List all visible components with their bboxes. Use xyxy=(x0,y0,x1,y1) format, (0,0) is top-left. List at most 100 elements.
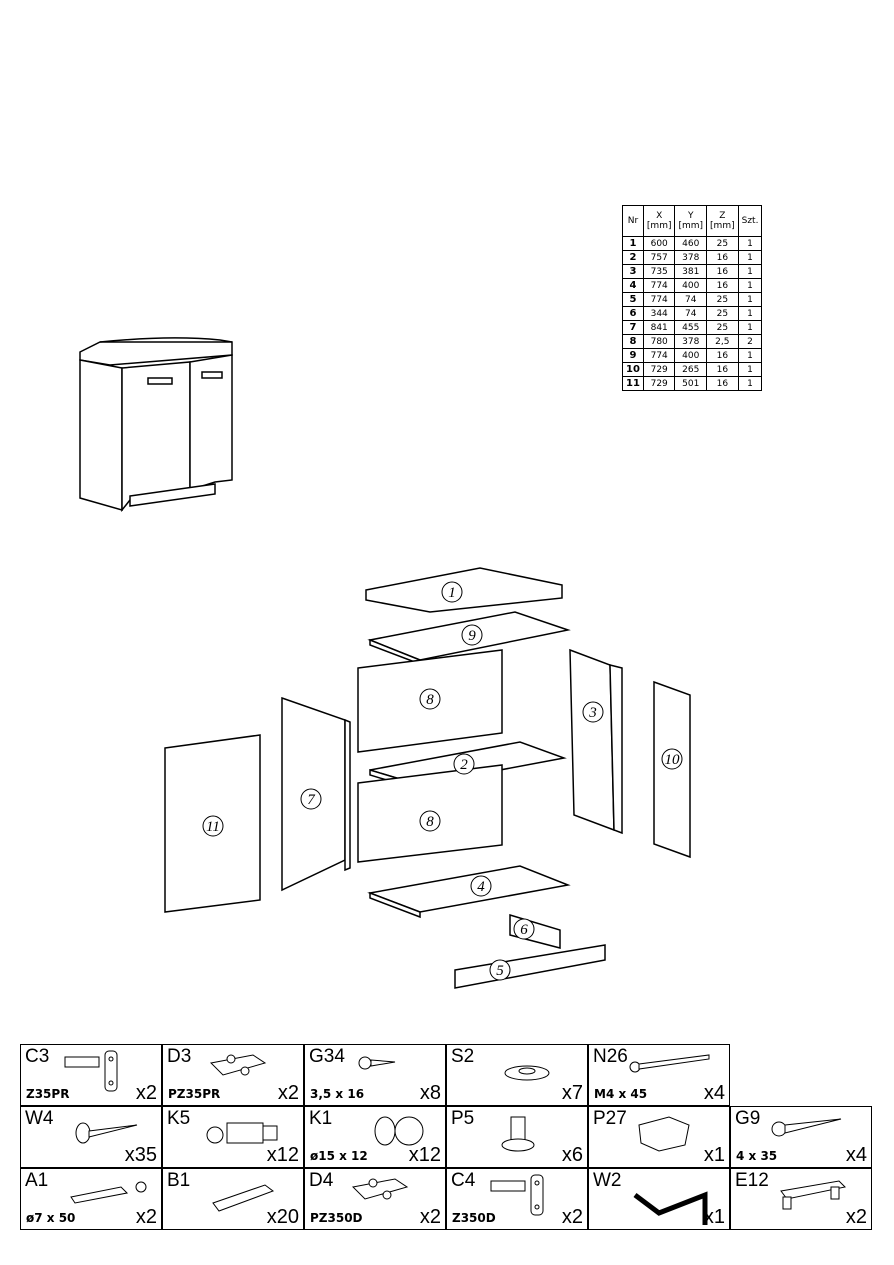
part-label: 8 xyxy=(426,814,434,830)
hardware-code: P5 xyxy=(451,1108,475,1129)
cell-qty: 1 xyxy=(737,292,763,307)
part-label: 1 xyxy=(448,585,456,601)
part-label-circle xyxy=(489,959,511,981)
hardware-quantity: x12 xyxy=(408,1144,441,1166)
cell-y: 378 xyxy=(674,334,708,349)
cell-nr: 9 xyxy=(622,348,644,363)
part-label-circle xyxy=(300,788,322,810)
cell-x: 729 xyxy=(642,362,676,377)
part-label-circle xyxy=(419,688,441,710)
hardware-spec: 3,5 x 16 xyxy=(310,1087,365,1101)
header-nr: Nr xyxy=(622,205,644,237)
cell-x: 841 xyxy=(642,320,676,335)
cell-qty: 1 xyxy=(737,250,763,265)
cell-z: 25 xyxy=(706,292,739,307)
short-screw-icon xyxy=(358,1056,396,1070)
long-screw-icon xyxy=(771,1118,842,1137)
cell-y: 400 xyxy=(674,348,708,363)
hardware-quantity: x4 xyxy=(845,1144,867,1166)
hinge-plate-icon xyxy=(209,1054,267,1076)
cell-x: 735 xyxy=(642,264,676,279)
cam-lock-icon xyxy=(374,1116,424,1146)
cell-qty: 1 xyxy=(737,362,763,377)
part-label: 4 xyxy=(477,879,485,895)
cell-z: 16 xyxy=(706,278,739,293)
hardware-code: W2 xyxy=(593,1170,622,1191)
hardware-code: C4 xyxy=(451,1170,476,1191)
bracket-icon xyxy=(638,1116,690,1152)
cover-cap-icon xyxy=(504,1065,550,1081)
cell-qty: 1 xyxy=(737,348,763,363)
hinge-icon xyxy=(64,1050,118,1092)
hardware-spec: M4 x 45 xyxy=(594,1087,648,1101)
cell-nr: 6 xyxy=(622,306,644,321)
cell-nr: 4 xyxy=(622,278,644,293)
hardware-code: S2 xyxy=(451,1046,475,1067)
part-label-circle xyxy=(419,810,441,832)
part-label: 10 xyxy=(665,752,681,768)
cell-qty: 1 xyxy=(737,278,763,293)
cell-x: 774 xyxy=(642,278,676,293)
hardware-code: A1 xyxy=(25,1170,49,1191)
hardware-quantity: x2 xyxy=(561,1206,583,1228)
cell-nr: 2 xyxy=(622,250,644,265)
header-qty: Szt. xyxy=(737,205,763,237)
cell-y: 455 xyxy=(674,320,708,335)
hardware-quantity: x2 xyxy=(135,1082,157,1104)
hardware-spec: ø15 x 12 xyxy=(310,1149,368,1163)
cell-x: 774 xyxy=(642,292,676,307)
hardware-code: W4 xyxy=(25,1108,54,1129)
cell-x: 774 xyxy=(642,348,676,363)
cell-z: 25 xyxy=(706,236,739,251)
hardware-quantity: x2 xyxy=(135,1206,157,1228)
header-x: X[mm] xyxy=(642,205,676,237)
cell-y: 381 xyxy=(674,264,708,279)
shelf-pin-icon xyxy=(501,1116,535,1152)
part-label: 6 xyxy=(520,922,528,938)
assembled-cabinet-illustration xyxy=(79,337,233,513)
hardware-spec: 4 x 35 xyxy=(736,1149,778,1163)
hardware-code: C3 xyxy=(25,1046,50,1067)
hardware-quantity: x1 xyxy=(703,1206,725,1228)
hardware-code: G34 xyxy=(309,1046,345,1067)
hardware-code: D4 xyxy=(309,1170,334,1191)
hardware-quantity: x4 xyxy=(703,1082,725,1104)
cell-nr: 11 xyxy=(622,376,644,391)
cell-z: 25 xyxy=(706,306,739,321)
cell-z: 16 xyxy=(706,264,739,279)
header-z: Z[mm] xyxy=(706,205,739,237)
cell-z: 16 xyxy=(706,250,739,265)
cell-y: 378 xyxy=(674,250,708,265)
part-label-circle xyxy=(661,748,683,770)
bolt-icon xyxy=(629,1054,710,1073)
part-label: 7 xyxy=(307,792,316,808)
cam-bolt-icon xyxy=(206,1122,278,1144)
cell-z: 16 xyxy=(706,376,739,391)
cell-nr: 8 xyxy=(622,334,644,349)
cell-qty: 2 xyxy=(737,334,763,349)
dowel-icon xyxy=(212,1184,275,1212)
cell-y: 265 xyxy=(674,362,708,377)
hardware-quantity: x2 xyxy=(277,1082,299,1104)
part-label-circle xyxy=(441,581,463,603)
